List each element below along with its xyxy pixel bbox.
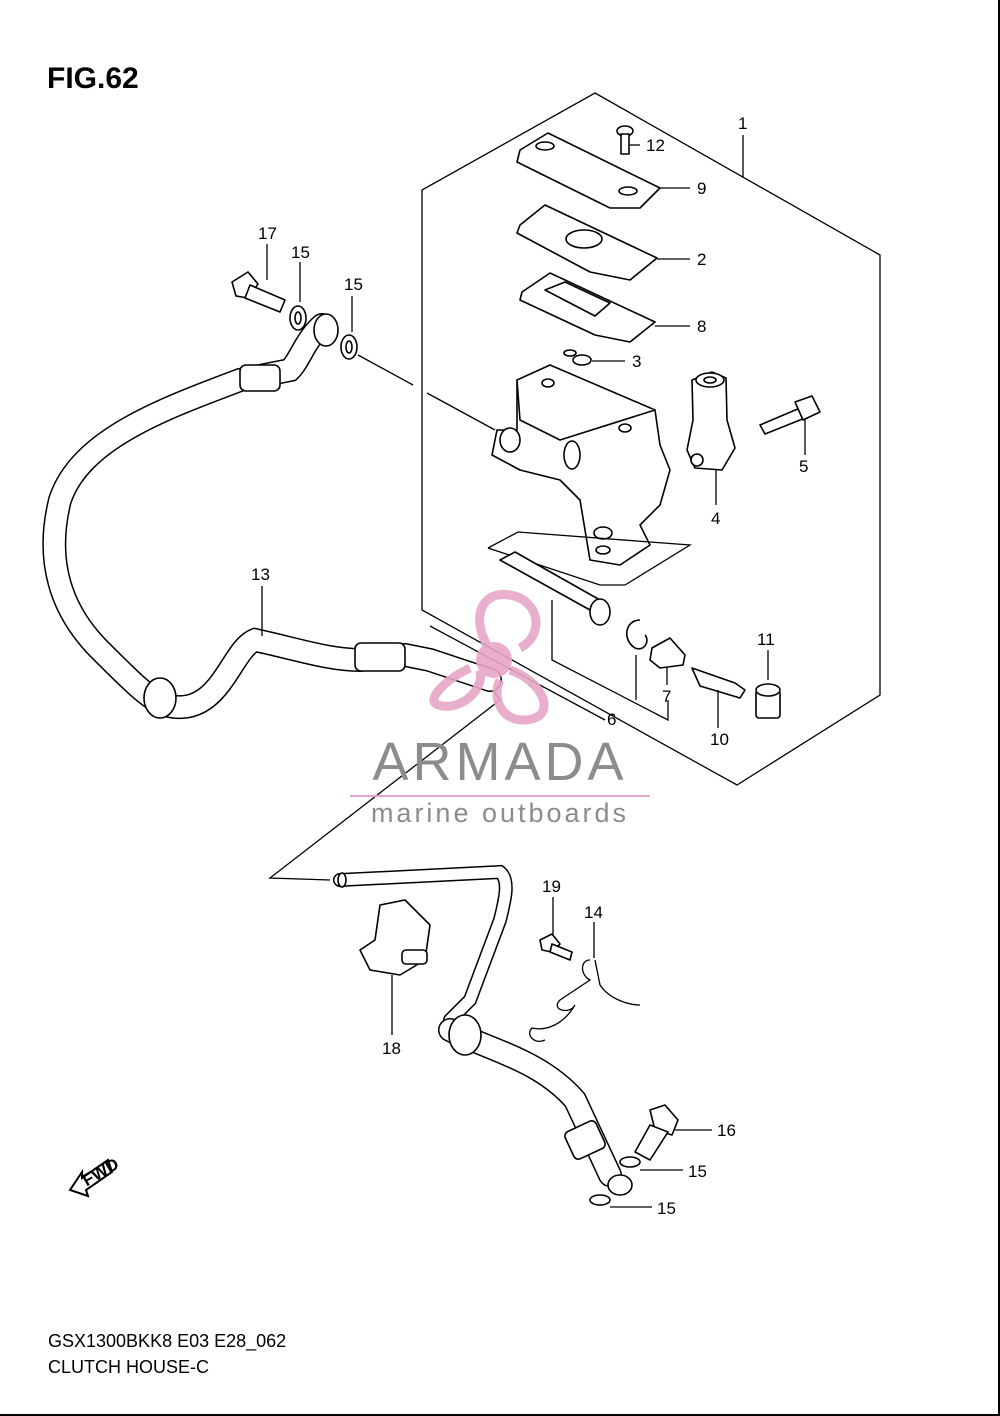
callout-9: 9	[697, 179, 706, 198]
callout-5: 5	[799, 457, 808, 476]
banjo-bolt-17	[231, 271, 286, 313]
clutch-hose-13	[42, 313, 502, 719]
bolt-19	[539, 933, 573, 961]
piston-spring-6	[499, 551, 611, 626]
callout-15-top-b: 15	[344, 275, 363, 294]
callout-6: 6	[607, 710, 616, 729]
callout-18: 18	[382, 1039, 401, 1058]
screw-12	[616, 125, 634, 155]
washer-15-bottom-a	[619, 1156, 641, 1168]
callout-1: 1	[738, 114, 747, 133]
callout-4: 4	[711, 509, 720, 528]
callout-15-bottom-a: 15	[688, 1162, 707, 1181]
callout-8: 8	[697, 317, 706, 336]
hose-clamp-18	[359, 899, 431, 976]
clip-wire-14	[529, 959, 641, 1042]
callout-12: 12	[646, 136, 665, 155]
assembly-outline	[421, 92, 881, 786]
callout-19: 19	[542, 877, 561, 896]
callout-15-bottom-b: 15	[657, 1199, 676, 1218]
boot-7	[649, 637, 686, 669]
callout-10: 10	[710, 730, 729, 749]
fwd-label: FWD	[79, 1154, 122, 1190]
watermark-tagline: marine outboards	[371, 798, 629, 828]
washer-15-bottom-b	[589, 1194, 611, 1206]
master-cylinder-body	[491, 364, 671, 566]
bolt-5	[759, 395, 821, 435]
callout-17: 17	[258, 224, 277, 243]
fwd-arrow-icon: FWD	[68, 1154, 122, 1198]
watermark-brand: ARMADA	[372, 732, 627, 792]
callout-14: 14	[584, 903, 603, 922]
clamp-4	[686, 371, 736, 471]
watermark-logo	[429, 590, 549, 725]
callout-16: 16	[717, 1121, 736, 1140]
callout-2: 2	[697, 250, 706, 269]
clutch-pipe-lower	[333, 864, 633, 1196]
callout-3: 3	[632, 352, 641, 371]
section-name: CLUTCH HOUSE-C	[48, 1357, 210, 1377]
callout-13: 13	[251, 565, 270, 584]
cap-11	[755, 683, 781, 719]
callout-11: 11	[757, 630, 775, 649]
figure-title: FIG.62	[47, 62, 139, 95]
callout-15-top-a: 15	[291, 243, 310, 262]
model-code: GSX1300BKK8 E03 E28_062	[48, 1331, 287, 1351]
callout-7: 7	[662, 687, 671, 706]
banjo-bolt-16	[634, 1104, 679, 1161]
push-rod-10	[691, 667, 746, 699]
ring-3	[572, 354, 592, 366]
